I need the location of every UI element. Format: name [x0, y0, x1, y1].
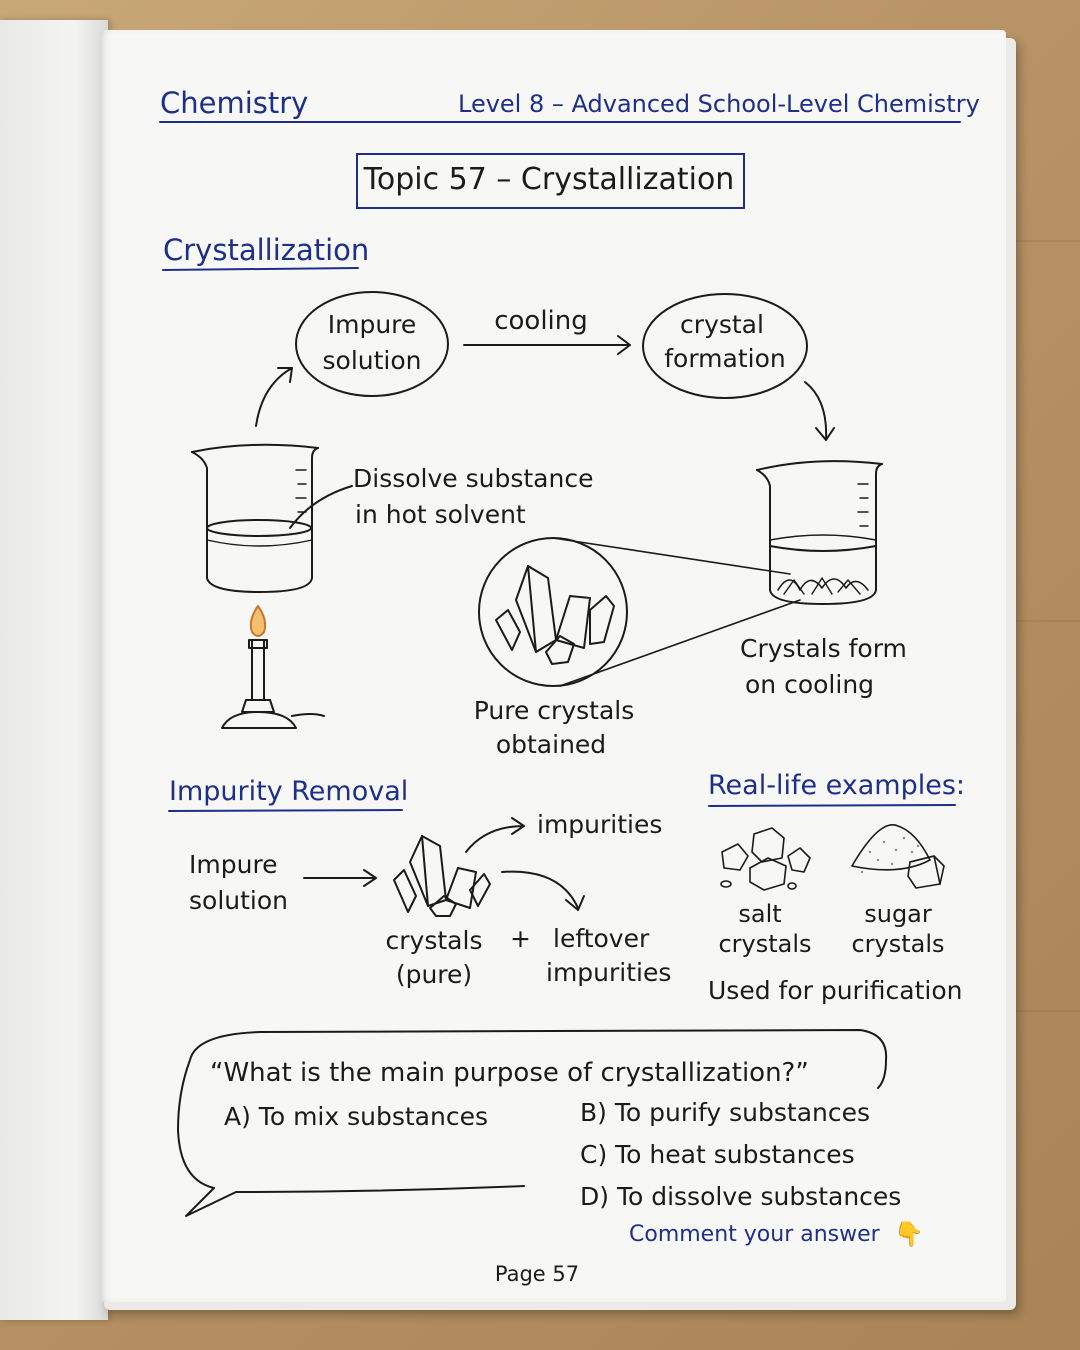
subject-label: Chemistry [160, 86, 309, 120]
impurity-impure-line1: Impure [189, 850, 278, 879]
dissolve-line1: Dissolve substance [353, 464, 594, 493]
sugar-line2: crystals [851, 930, 945, 958]
arrow-to-impure [256, 368, 292, 426]
plus-sign: + [510, 924, 531, 953]
topic-title-box [356, 153, 745, 209]
crystallization-underline [163, 268, 358, 270]
right-beaker-drawing [757, 461, 882, 604]
cooling-arrow [464, 336, 630, 354]
magnified-crystals-drawing [479, 538, 800, 686]
impurity-impure-line2: solution [189, 886, 288, 915]
examples-underline [709, 805, 955, 806]
crystal-formation-line2: formation [664, 344, 786, 373]
crystal-formation-oval [643, 294, 807, 398]
crystallization-heading: Crystallization [163, 233, 370, 267]
option-a: A) To mix substances [224, 1102, 488, 1131]
topic-title: Topic 57 – Crystallization [363, 162, 735, 197]
impure-to-crystals-arrow [304, 870, 376, 886]
leftover-line2: impurities [546, 958, 672, 987]
pure-crystals-line1: Pure crystals [473, 696, 635, 725]
impure-solution-line1: Impure [327, 310, 417, 339]
used-for-purification: Used for purification [708, 976, 963, 1005]
left-beaker-drawing [192, 445, 352, 592]
left-page [0, 20, 108, 1320]
option-c: C) To heat substances [580, 1140, 855, 1169]
crystals-pure-line1: crystals [385, 926, 483, 955]
crystals-form-line2: on cooling [745, 670, 875, 699]
impurities-label: impurities [537, 810, 663, 839]
speech-bubble [178, 1030, 886, 1216]
dissolve-pointer [290, 486, 352, 528]
dissolve-line2: in hot solvent [355, 500, 526, 529]
sugar-line1: sugar [864, 900, 932, 928]
to-impurities-arrow [466, 818, 524, 852]
impure-solution-line2: solution [322, 346, 422, 375]
crystals-pure-line2: (pure) [395, 960, 473, 989]
option-b: B) To purify substances [580, 1098, 871, 1127]
page-number: Page 57 [494, 1262, 580, 1286]
impurity-underline [169, 810, 402, 811]
bunsen-burner-drawing [222, 606, 324, 728]
salt-line1: salt [738, 900, 782, 928]
salt-crystals-drawing [721, 828, 810, 890]
crystal-formation-line1: crystal [680, 310, 764, 339]
level-label: Level 8 – Advanced School-Level Chemistr… [458, 90, 980, 118]
crystal-cluster-drawing [394, 836, 490, 916]
crystals-form-line1: Crystals form [740, 634, 907, 663]
sugar-dots [860, 836, 920, 874]
examples-heading: Real-life examples: [708, 770, 966, 801]
pointing-down-icon: 👇 [894, 1220, 924, 1248]
sugar-crystals-drawing [852, 825, 944, 888]
option-d: D) To dissolve substances [580, 1182, 902, 1211]
pure-crystals-line2: obtained [495, 730, 607, 759]
question-text: “What is the main purpose of crystalliza… [210, 1058, 809, 1088]
arrow-to-beaker [805, 382, 834, 440]
to-leftover-arrow [502, 872, 584, 910]
salt-line2: crystals [718, 930, 812, 958]
leftover-line1: leftover [553, 924, 650, 953]
comment-prompt: Comment your answer [629, 1222, 880, 1247]
impurity-removal-heading: Impurity Removal [169, 776, 409, 807]
cooling-label: cooling [494, 306, 588, 336]
impure-solution-oval [296, 292, 448, 396]
